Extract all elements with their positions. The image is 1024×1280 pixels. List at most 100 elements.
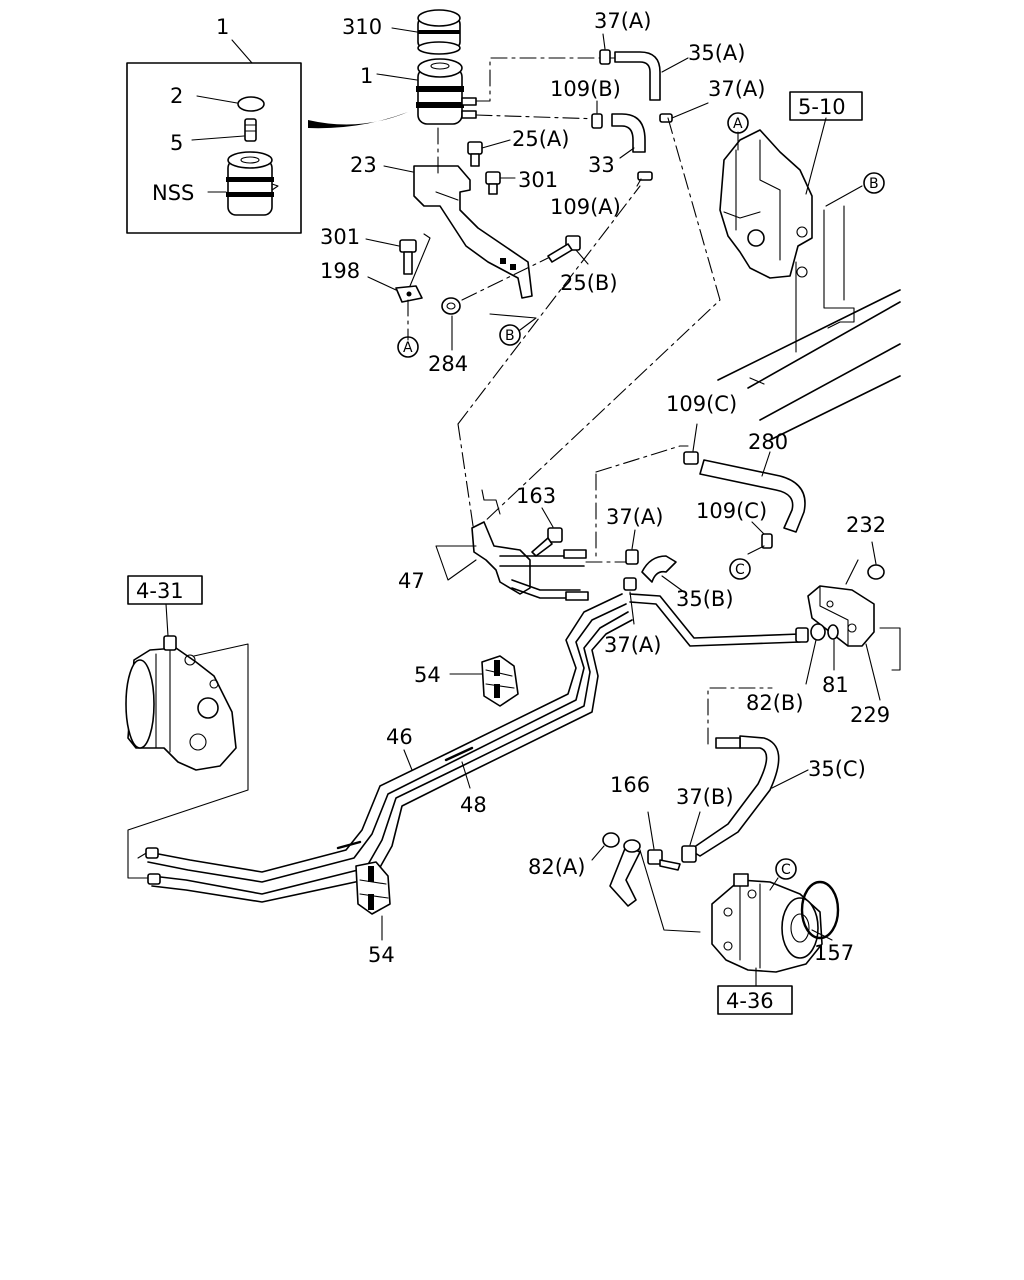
bolt-166 <box>647 849 681 871</box>
label-232: 232 <box>846 513 886 537</box>
bolt-163 <box>531 527 563 557</box>
marker-b-frame: B <box>863 172 885 194</box>
frame-bracket-5-10 <box>719 129 813 279</box>
label-54-upper: 54 <box>414 663 441 687</box>
bolt-301-a <box>485 171 501 195</box>
bolt-25b <box>547 235 581 263</box>
label-nss: NSS <box>152 181 194 205</box>
svg-text:B: B <box>869 176 879 192</box>
clamp-109b <box>591 113 603 129</box>
suction-hose <box>609 839 641 907</box>
clamp-109c-b <box>761 533 773 549</box>
svg-text:B: B <box>505 328 515 344</box>
steering-gear-4-31 <box>125 635 237 771</box>
ref-box-4-36 <box>717 985 793 1015</box>
label-280: 280 <box>748 430 788 454</box>
nut-82b <box>810 623 826 641</box>
clamp-109a <box>637 171 653 181</box>
label-2: 2 <box>170 84 183 108</box>
label-198: 198 <box>320 259 360 283</box>
label-46: 46 <box>386 725 413 749</box>
label-37a-right: 37(A) <box>708 77 765 101</box>
bolt-301-b <box>399 239 417 275</box>
clip-54-lower <box>355 861 391 915</box>
label-1-kit: 1 <box>216 15 229 39</box>
label-82a: 82(A) <box>528 855 585 879</box>
hose-35b <box>641 555 677 583</box>
kit-inset-box <box>126 62 302 234</box>
return-line <box>629 593 801 639</box>
label-37b: 37(B) <box>676 785 734 809</box>
label-82b: 82(B) <box>746 691 804 715</box>
label-229: 229 <box>850 703 890 727</box>
label-48: 48 <box>460 793 487 817</box>
label-81: 81 <box>822 673 849 697</box>
frame-rail <box>717 205 901 441</box>
label-301-a: 301 <box>518 168 558 192</box>
bracket-23 <box>413 165 533 299</box>
marker-c-pump: C <box>775 858 797 880</box>
label-23: 23 <box>350 153 377 177</box>
svg-text:A: A <box>403 340 413 356</box>
reservoir-cap-310 <box>417 9 461 55</box>
filter-part-5 <box>244 118 257 142</box>
label-109b: 109(B) <box>550 77 621 101</box>
hose-35a <box>614 51 661 101</box>
reservoir-body-nss <box>226 151 279 216</box>
label-25b: 25(B) <box>560 271 618 295</box>
clamp-37a-right <box>659 113 673 123</box>
reservoir-tank-1 <box>416 58 477 125</box>
label-35b: 35(B) <box>676 587 734 611</box>
label-284: 284 <box>428 352 468 376</box>
nut-284 <box>441 297 461 315</box>
clamp-37b <box>681 845 697 863</box>
hose-33 <box>611 113 646 153</box>
label-109c-b: 109(C) <box>696 499 767 523</box>
nut-232 <box>867 564 885 580</box>
clip-54-upper <box>481 655 519 707</box>
washer-81 <box>827 624 839 640</box>
label-25a: 25(A) <box>512 127 569 151</box>
label-37a-low: 37(A) <box>604 633 661 657</box>
label-109c-a: 109(C) <box>666 392 737 416</box>
label-310: 310 <box>342 15 382 39</box>
svg-text:C: C <box>735 562 745 578</box>
marker-b-bracket: B <box>499 324 521 346</box>
clip-198 <box>395 285 423 303</box>
ref-label-5-10: 5-10 <box>798 95 846 119</box>
label-35a: 35(A) <box>688 41 745 65</box>
marker-c-hose: C <box>729 558 751 580</box>
cap-part-2 <box>237 96 265 112</box>
label-301-b: 301 <box>320 225 360 249</box>
clamp-37a-top <box>599 49 611 65</box>
label-166: 166 <box>610 773 650 797</box>
label-37a-top: 37(A) <box>594 9 651 33</box>
label-47: 47 <box>398 569 425 593</box>
bolt-25a <box>467 141 483 167</box>
ref-label-4-31: 4-31 <box>136 579 184 603</box>
label-109a: 109(A) <box>550 195 621 219</box>
ref-box-4-31 <box>127 575 203 605</box>
label-157: 157 <box>814 941 854 965</box>
label-163: 163 <box>516 484 556 508</box>
svg-text:A: A <box>733 116 743 132</box>
label-35c: 35(C) <box>808 757 866 781</box>
label-37a-mid: 37(A) <box>606 505 663 529</box>
pipe-46 <box>147 593 627 883</box>
ref-label-4-36: 4-36 <box>726 989 774 1013</box>
o-ring-157 <box>800 880 840 940</box>
kit-pointer-swoosh <box>308 112 408 129</box>
power-steering-pump-4-36 <box>711 873 823 973</box>
label-33: 33 <box>588 153 615 177</box>
ref-box-5-10 <box>789 91 863 121</box>
clamp-37a-low <box>623 577 637 591</box>
svg-text:C: C <box>781 862 791 878</box>
pipe-48 <box>151 611 633 903</box>
hose-280 <box>699 459 806 533</box>
clamp-109c-a <box>683 451 699 465</box>
fitting-82a <box>602 832 620 848</box>
label-1-reservoir: 1 <box>360 64 373 88</box>
label-5: 5 <box>170 131 183 155</box>
